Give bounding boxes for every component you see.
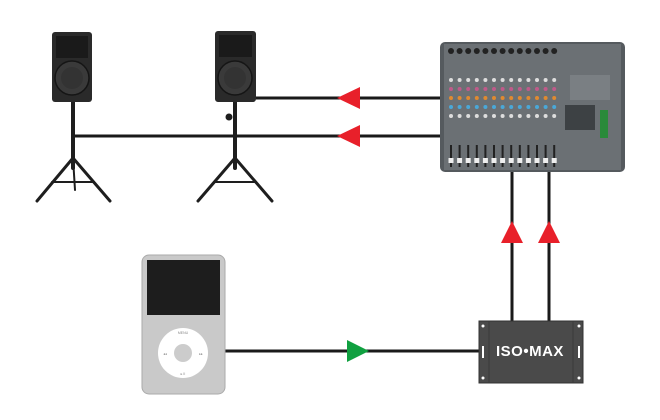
tripod-stand [35, 100, 112, 203]
mixer-channel-strip [542, 48, 549, 167]
mixer-channel-strip [499, 48, 506, 167]
speaker-left [35, 32, 112, 203]
red-arrow-up-icon [501, 221, 523, 243]
green-arrow-right-icon [347, 340, 369, 362]
mixer [440, 42, 625, 172]
red-arrow-left-icon [337, 87, 360, 109]
mixer-channel-strip [482, 48, 489, 167]
ipod: MENU ◂◂ ▸▸ ▸ II [141, 254, 226, 395]
isomax-label: ISO•MAX [496, 343, 564, 360]
mixer-channel-strip [525, 48, 532, 167]
ipod-next-label: ▸▸ [199, 352, 203, 356]
mixer-channel-strip [508, 48, 515, 167]
mixer-channel-strip [473, 48, 480, 167]
ipod-prev-label: ◂◂ [163, 352, 167, 356]
isomax-box [478, 320, 584, 384]
red-arrow-up-icon [538, 221, 560, 243]
mixer-channel-strip [551, 48, 558, 167]
tripod-stand [196, 100, 274, 203]
red-arrow-left-icon [337, 125, 360, 147]
mixer-channel-strip [448, 48, 454, 167]
mixer-channel-strip [491, 48, 497, 167]
mixer-channel-strip [534, 48, 540, 167]
mixer-channel-strip [456, 48, 463, 167]
mixer-channel-strip [516, 48, 523, 167]
ipod-menu-label: MENU [178, 331, 189, 335]
speaker-right [196, 31, 274, 203]
ipod-play-label: ▸ II [181, 372, 186, 376]
mixer-channel-strip [465, 48, 472, 167]
